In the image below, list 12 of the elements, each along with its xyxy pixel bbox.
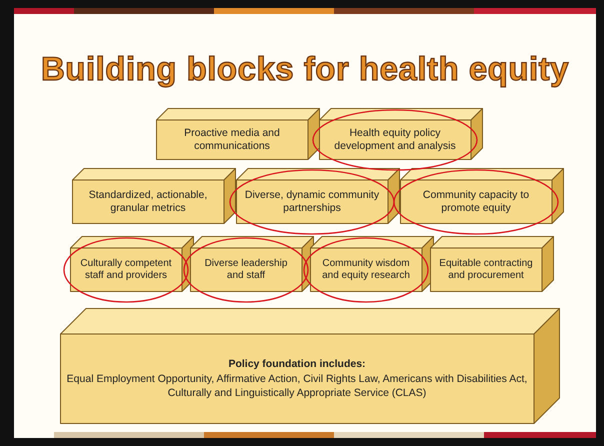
block-label: Community wisdom and equity research — [321, 258, 411, 282]
block-label: Community capacity to promote equity — [422, 188, 530, 216]
block-label: Health equity policy development and analysis — [333, 126, 457, 154]
block-label: Standardized, actionable, granular metrics — [88, 188, 208, 216]
block-label: Culturally competent staff and providers — [79, 258, 173, 282]
block-label: Equitable contracting and procurement — [438, 258, 534, 282]
block-label: Diverse, dynamic community partnerships — [244, 188, 380, 216]
block-heading: Policy foundation includes: — [228, 358, 366, 372]
block-label: Equal Employment Opportunity, Affirmative Action, Civil Rights Law, Americans with Disabilities Act, Culturally and Linguistically Appropriate Service (CLAS) — [66, 373, 528, 400]
block-label: Diverse leadership and staff — [204, 258, 288, 282]
block-label: Proactive media and communications — [183, 126, 281, 154]
slide-title: Building blocks for health equity — [40, 50, 570, 88]
